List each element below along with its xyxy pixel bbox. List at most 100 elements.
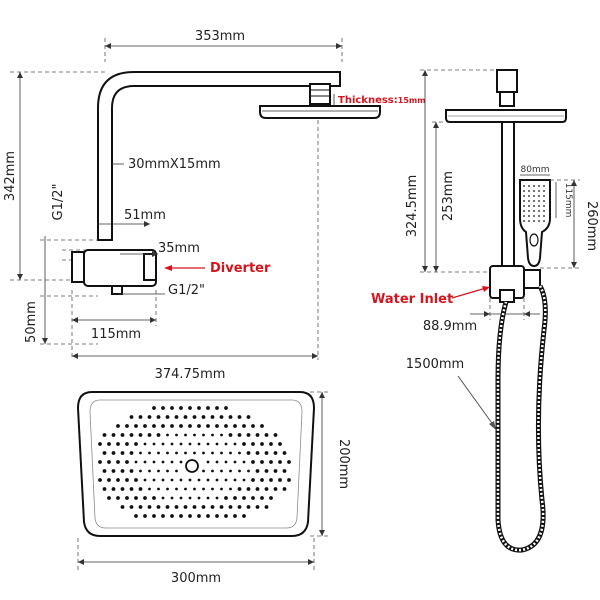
nozzle [260, 460, 264, 464]
nozzle [206, 460, 210, 464]
nozzle [242, 460, 246, 464]
handheld-nozzle [528, 200, 530, 202]
nozzle [179, 478, 183, 482]
nozzle [183, 415, 188, 419]
dim-889-label: 88.9mm [423, 319, 477, 334]
nozzle [219, 505, 224, 509]
nozzle [147, 415, 152, 419]
nozzle [233, 442, 237, 446]
nozzle [260, 442, 264, 446]
dim-342-label: 342mm [3, 151, 18, 201]
nozzle [129, 505, 134, 509]
nozzle [215, 496, 219, 500]
nozzle [175, 487, 178, 491]
handheld-nozzle [533, 190, 535, 192]
nozzle [251, 460, 255, 464]
nozzle [125, 460, 129, 464]
nozzle [129, 451, 134, 455]
dim-37475-label: 374.75mm [155, 367, 226, 382]
nozzle [161, 442, 165, 446]
nozzle [282, 451, 287, 455]
nozzle [148, 451, 151, 455]
nozzle [120, 505, 125, 509]
nozzle [152, 460, 156, 464]
arrow [42, 338, 48, 344]
nozzle [237, 505, 242, 509]
nozzle [233, 424, 237, 428]
nozzle [193, 433, 196, 437]
nozzle [215, 460, 219, 464]
dim-hand-115-label: 115mm [563, 183, 573, 218]
nozzle [251, 478, 255, 482]
handheld-nozzle [533, 195, 535, 197]
nozzle [251, 424, 255, 428]
handheld-nozzle [538, 205, 540, 207]
thread-bottom-label: G1/2" [168, 283, 205, 298]
handheld-nozzle [528, 205, 530, 207]
dim-115-label: 115mm [91, 327, 141, 342]
nozzle [242, 496, 246, 500]
nozzle [134, 478, 138, 482]
arrow [422, 70, 428, 76]
nozzle [188, 514, 192, 518]
nozzle [269, 496, 273, 500]
nozzle [98, 478, 102, 482]
arrow [17, 274, 23, 280]
nozzle [220, 487, 223, 491]
nozzle [156, 505, 161, 509]
nozzle [107, 478, 111, 482]
nozzle [188, 478, 192, 482]
nozzle [111, 469, 116, 473]
nozzle [269, 460, 273, 464]
nozzle [157, 469, 160, 473]
arrow [319, 530, 325, 536]
nozzle [111, 451, 116, 455]
nozzle [138, 487, 143, 491]
front-diverter-knob [523, 269, 541, 289]
handheld-nozzle [543, 195, 545, 197]
handheld-shower [519, 179, 551, 268]
nozzle [219, 415, 224, 419]
nozzle [152, 496, 156, 500]
nozzle [170, 406, 174, 410]
nozzle [237, 415, 242, 419]
nozzle [228, 505, 233, 509]
nozzle [282, 469, 287, 473]
nozzle [143, 496, 147, 500]
handheld-nozzle [528, 195, 530, 197]
nozzle [147, 433, 152, 437]
handheld-nozzle [538, 220, 540, 222]
nozzle [211, 451, 214, 455]
arm-connector [309, 83, 331, 105]
nozzle [202, 487, 205, 491]
arrow [319, 392, 325, 398]
nozzle [224, 442, 228, 446]
arrow [312, 353, 318, 359]
handheld-nozzle [543, 215, 545, 217]
nozzle [215, 478, 219, 482]
nozzle [143, 460, 147, 464]
nozzle [139, 451, 142, 455]
nozzle [188, 442, 192, 446]
nozzle [188, 406, 192, 410]
nozzle [174, 505, 179, 509]
nozzle [278, 460, 282, 464]
nozzle [260, 478, 264, 482]
nozzle [166, 469, 169, 473]
handheld-nozzle [523, 185, 525, 187]
arrow [164, 265, 172, 271]
nozzle [120, 487, 125, 491]
handheld-nozzles [523, 185, 545, 222]
nozzle [98, 442, 102, 446]
nozzle [188, 496, 192, 500]
nozzle [138, 415, 143, 419]
arrow [308, 559, 314, 565]
nozzle [201, 505, 206, 509]
arrow [72, 353, 78, 359]
nozzle [161, 496, 165, 500]
nozzle [129, 487, 134, 491]
arrow [571, 262, 577, 268]
nozzle [166, 433, 169, 437]
hose-texture [496, 285, 547, 552]
